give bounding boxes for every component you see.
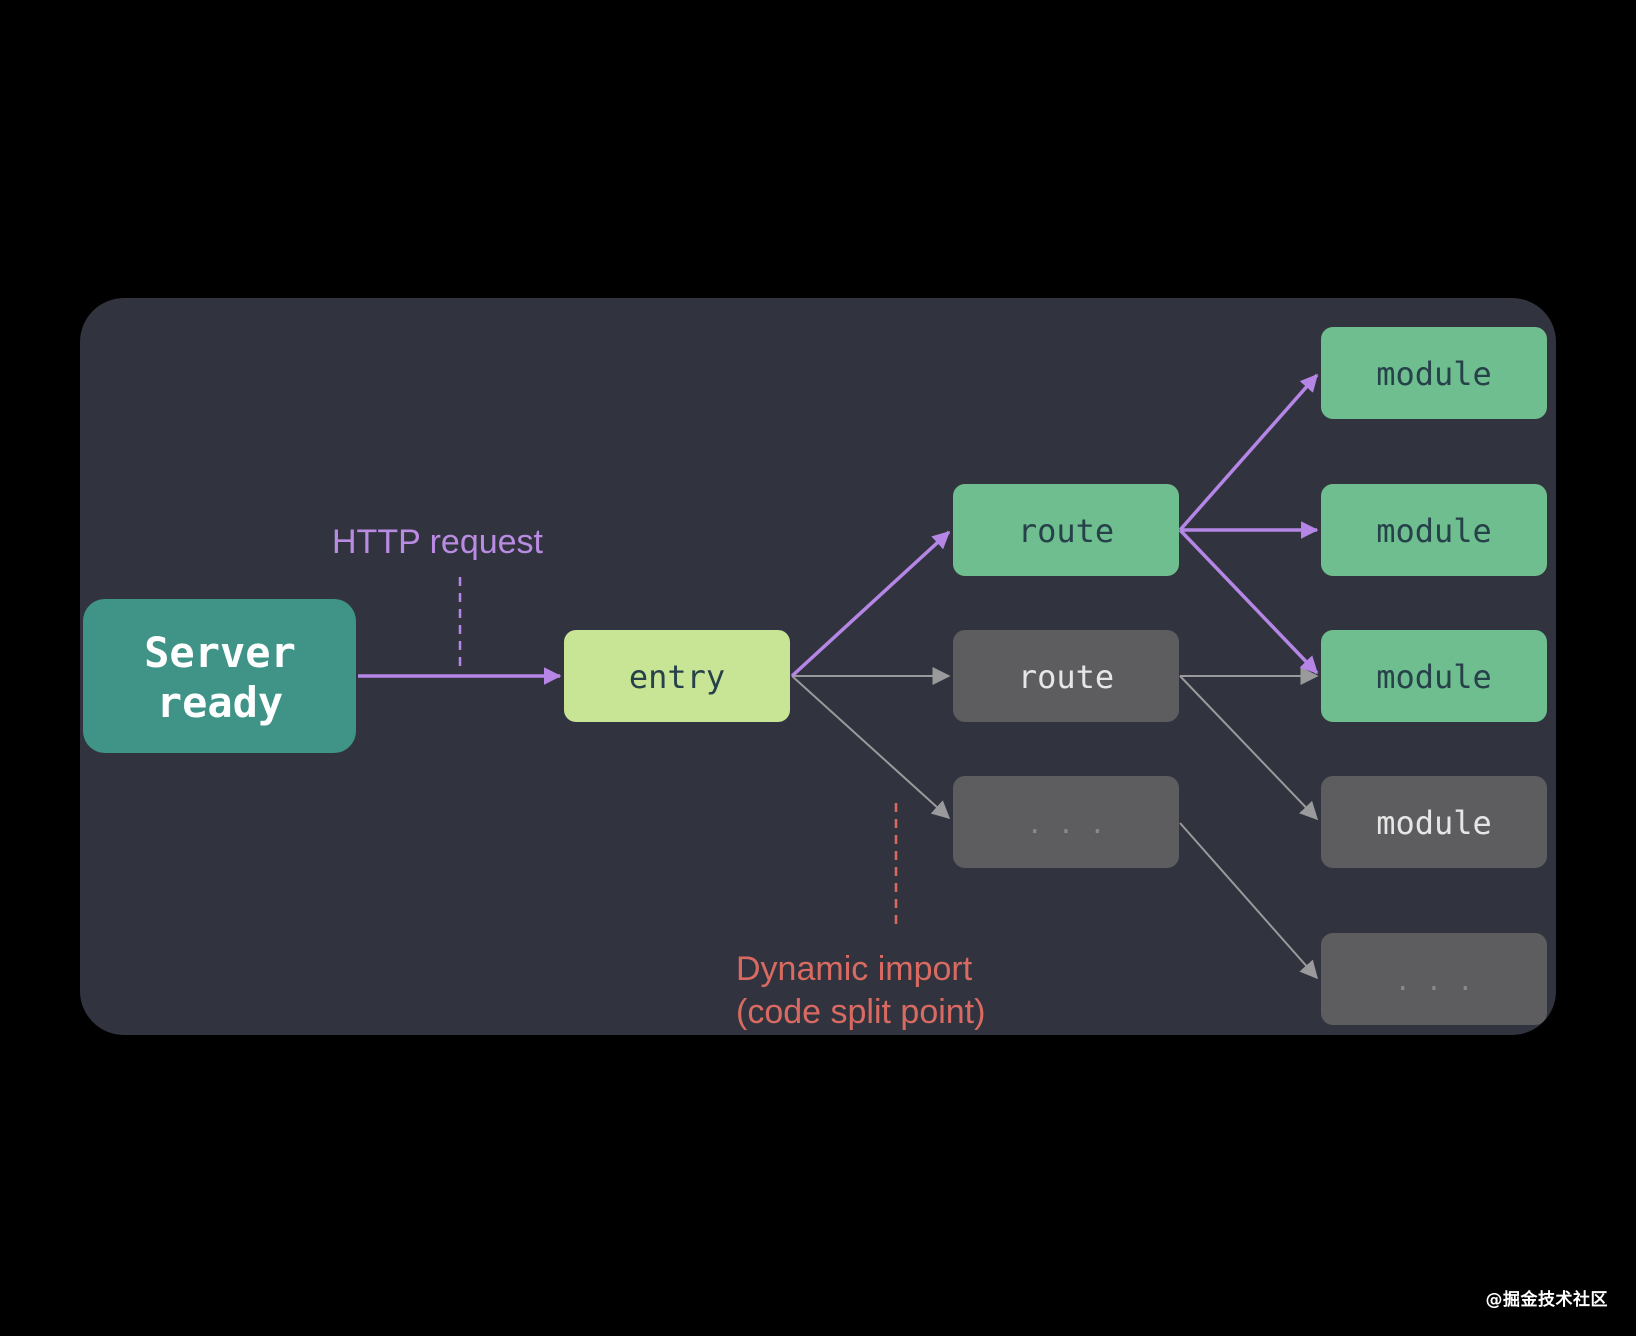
dynamic-import-label-line1: Dynamic import xyxy=(736,950,973,988)
arrow-route-active-to-module-1 xyxy=(1178,373,1319,532)
server-ready-label-line2: ready xyxy=(157,678,283,727)
route-inactive-label: route xyxy=(1018,658,1114,696)
inactive-arrows xyxy=(791,667,1319,980)
server-ready-node: Server ready xyxy=(83,599,356,753)
entry-label: entry xyxy=(629,658,725,696)
module-2-label: module xyxy=(1376,512,1492,550)
server-ready-label-line1: Server xyxy=(144,628,296,677)
module-node-4: module xyxy=(1321,776,1547,868)
module-node-2: module xyxy=(1321,484,1547,576)
module-1-label: module xyxy=(1376,355,1492,393)
ellipsis-node-mid: . . . xyxy=(953,776,1179,868)
http-request-label: HTTP request xyxy=(332,523,544,561)
module-node-1: module xyxy=(1321,327,1547,419)
arrow-route-inactive-to-module-4 xyxy=(1179,675,1319,821)
arrow-ellipsis-to-ellipsis-bottom xyxy=(1179,822,1318,980)
arrow-entry-to-route-active xyxy=(790,530,951,678)
entry-node: entry xyxy=(564,630,790,722)
dynamic-import-label-line2: (code split point) xyxy=(736,993,985,1031)
ellipsis-mid-label: . . . xyxy=(1027,810,1105,840)
module-3-label: module xyxy=(1376,658,1492,696)
active-arrows xyxy=(358,373,1319,685)
route-node-active: route xyxy=(953,484,1179,576)
ellipsis-bottom-label: . . . xyxy=(1395,967,1473,997)
watermark-text: @掘金技术社区 xyxy=(1485,1290,1608,1310)
route-active-label: route xyxy=(1018,512,1114,550)
module-4-label: module xyxy=(1376,804,1492,842)
route-node-inactive: route xyxy=(953,630,1179,722)
arrow-route-active-to-module-3 xyxy=(1178,528,1319,675)
module-node-3: module xyxy=(1321,630,1547,722)
ellipsis-node-bottom: . . . xyxy=(1321,933,1547,1025)
arrow-entry-to-ellipsis xyxy=(791,675,951,820)
